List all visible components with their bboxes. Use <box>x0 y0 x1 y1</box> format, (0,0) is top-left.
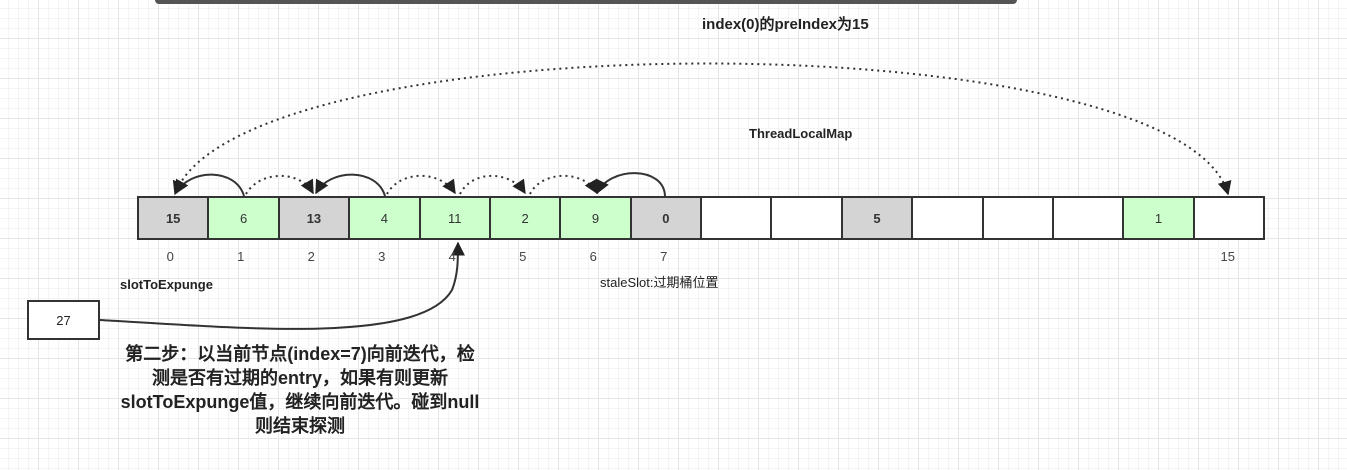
wrap-around-arrow <box>172 62 1232 196</box>
slot-index-0: 0 <box>166 249 174 264</box>
solid-arc-1-0 <box>175 173 245 197</box>
slot-index-15: 15 <box>1220 249 1235 264</box>
slot-index-6: 6 <box>589 249 597 264</box>
array-slot-5: 2 <box>490 198 562 238</box>
array-slot-9 <box>772 198 843 238</box>
dotted-arc-1-2 <box>245 174 314 195</box>
solid-arc-3-2 <box>315 173 386 197</box>
array-slot-13 <box>1053 198 1125 238</box>
top-scrollbar <box>155 0 1017 4</box>
array-slot-10: 5 <box>842 198 914 238</box>
array-slot-3: 4 <box>350 198 421 238</box>
box-to-slot-arrow <box>99 241 465 330</box>
array-slot-6: 9 <box>561 198 632 238</box>
array-slot-0: 15 <box>139 198 210 238</box>
slot-to-expunge-label: slotToExpunge <box>120 277 213 292</box>
array-slot-7: 0 <box>631 198 702 238</box>
slot-index-3: 3 <box>378 249 386 264</box>
dotted-arc-5-6 <box>529 174 598 195</box>
array-slot-15 <box>1194 198 1263 238</box>
dotted-arc-4-5 <box>459 174 526 195</box>
array-slot-4: 11 <box>420 198 491 238</box>
entry-box: 27 <box>27 300 100 340</box>
stale-slot-label: staleSlot:过期桶位置 <box>600 275 719 290</box>
array-slot-8 <box>702 198 773 238</box>
slot-index-7: 7 <box>660 249 668 264</box>
array-slot-11 <box>913 198 984 238</box>
slot-index-2: 2 <box>307 249 315 264</box>
step-description: 第二步：以当前节点(index=7)向前迭代，检测是否有过期的entry，如果有… <box>120 344 480 436</box>
array-slot-2: 13 <box>279 198 351 238</box>
slot-index-5: 5 <box>519 249 527 264</box>
map-title: ThreadLocalMap <box>749 126 853 141</box>
array-slot-12 <box>983 198 1054 238</box>
array-slot-1: 6 <box>209 198 280 238</box>
solid-arc-7-6 <box>596 172 666 197</box>
slot-index-4: 4 <box>448 249 456 264</box>
wrap-around-caption: index(0)的preIndex为15 <box>702 16 869 33</box>
dotted-arc-3-4 <box>386 174 456 195</box>
slot-index-1: 1 <box>237 249 245 264</box>
array-slot-14: 1 <box>1124 198 1195 238</box>
